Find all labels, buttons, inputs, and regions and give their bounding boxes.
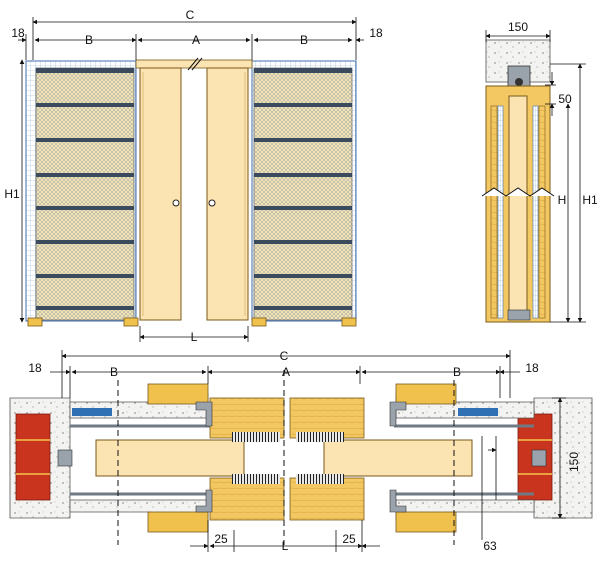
plan-dim-150: 150 <box>567 452 581 472</box>
plan-dim-25-left: 25 <box>214 532 228 546</box>
side-dim-150: 150 <box>508 20 528 34</box>
right-frame-rails <box>254 68 352 310</box>
right-insulation <box>458 408 498 416</box>
front-dim-b-right: B <box>300 33 308 47</box>
side-section: 150 50 H H1 <box>481 20 598 323</box>
front-dimensions <box>18 17 364 342</box>
right-door-handle-icon <box>208 199 216 207</box>
left-insulation <box>72 408 112 416</box>
plan-section: C A B B 18 18 L 25 25 63 150 <box>9 349 593 553</box>
plan-dim-b-left: B <box>110 365 118 379</box>
plan-right-door <box>323 439 473 477</box>
plan-dim-c: C <box>280 349 289 363</box>
front-view: C A B B 18 18 H1 L <box>4 8 383 344</box>
left-jamb-top <box>209 397 285 439</box>
break-mark <box>187 57 203 71</box>
plan-dim-a: A <box>282 365 290 379</box>
front-dim-b-left: B <box>85 33 93 47</box>
front-dim-h1: H1 <box>4 187 20 201</box>
left-pocket-frame <box>25 60 139 327</box>
jamb-clips <box>195 401 407 513</box>
left-brick <box>15 413 51 501</box>
pocket-steel <box>70 424 534 496</box>
top-track <box>135 59 253 69</box>
plan-dim-l: L <box>282 539 289 553</box>
right-door <box>206 67 249 321</box>
side-roller-icon <box>515 78 523 86</box>
side-dim-50: 50 <box>558 92 572 106</box>
left-brush-bottom <box>232 474 280 484</box>
front-dim-l: L <box>191 330 198 344</box>
plan-dimensions <box>50 350 566 552</box>
plan-dim-63: 63 <box>483 539 497 553</box>
front-dim-a: A <box>192 33 200 47</box>
plan-dim-b-right: B <box>453 365 461 379</box>
side-door-leaf <box>508 95 528 317</box>
right-pocket-frame <box>251 60 357 327</box>
front-dim-c: C <box>186 8 195 22</box>
plan-dim-18-right: 18 <box>525 361 539 375</box>
right-brush-top <box>296 432 344 442</box>
plan-centerlines <box>117 370 455 545</box>
plan-dim-25-right: 25 <box>342 532 356 546</box>
front-dim-18-left: 18 <box>11 26 25 40</box>
side-dim-h: H <box>558 193 567 207</box>
left-door-handle-icon <box>172 199 180 207</box>
front-dim-18-right: 18 <box>369 26 383 40</box>
left-frame-rails <box>36 68 134 310</box>
plan-left-door <box>95 439 245 477</box>
plan-dim-18-left: 18 <box>28 361 42 375</box>
side-dim-h1: H1 <box>582 193 598 207</box>
side-break-mark <box>481 187 555 197</box>
left-brush-top <box>232 432 280 442</box>
right-brush-bottom <box>296 474 344 484</box>
left-jamb-bottom <box>209 477 285 521</box>
right-jamb-bottom <box>289 477 365 521</box>
side-dimensions <box>485 30 586 323</box>
left-door <box>139 67 182 321</box>
